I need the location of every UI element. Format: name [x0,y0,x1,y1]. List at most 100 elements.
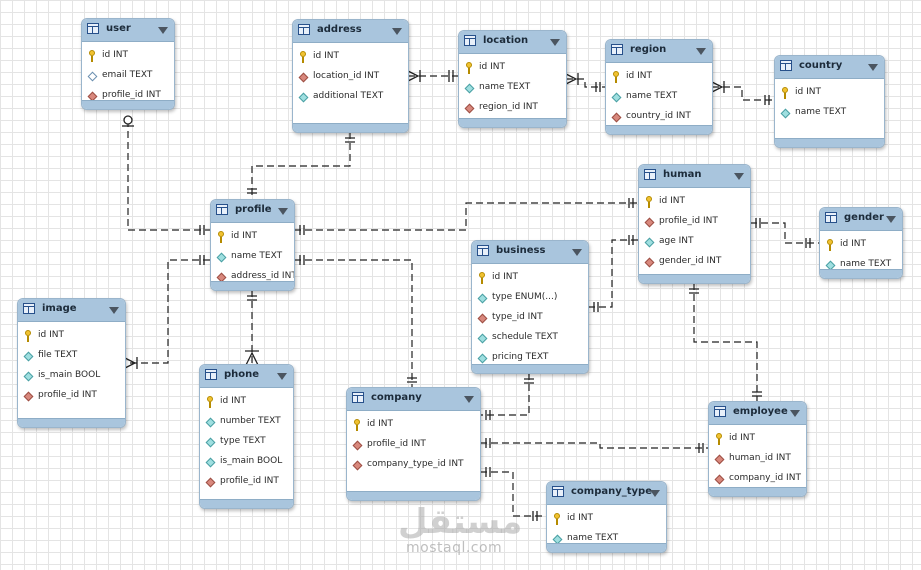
column-row[interactable]: name TEXT [547,529,666,549]
column-row[interactable]: gender_id INT [639,252,750,272]
table-phone[interactable]: phone id INT number TEXT type TEXT is_ma… [199,364,294,509]
collapse-arrow-icon[interactable] [650,490,660,497]
table-profile[interactable]: profile id INT name TEXT address_id INT [210,199,295,291]
table-header[interactable]: phone [200,365,293,388]
column-row[interactable]: pricing TEXT [472,348,588,368]
collapse-arrow-icon[interactable] [550,39,560,46]
column-row[interactable]: name TEXT [820,255,902,275]
column-row[interactable]: id INT [472,268,588,288]
table-header[interactable]: image [18,299,125,322]
column-row[interactable]: file TEXT [18,346,125,366]
column-row[interactable]: id INT [82,46,174,66]
table-gender[interactable]: gender id INT name TEXT [819,207,903,279]
column-row[interactable]: company_type_id INT [347,455,480,475]
column-row[interactable]: id INT [709,429,806,449]
collapse-arrow-icon[interactable] [886,216,896,223]
table-region[interactable]: region id INT name TEXT country_id INT [605,39,713,135]
table-business[interactable]: business id INT type ENUM(...) type_id I… [471,240,589,374]
collapse-arrow-icon[interactable] [464,396,474,403]
collapse-arrow-icon[interactable] [158,27,168,34]
column-row[interactable]: id INT [639,192,750,212]
collapse-arrow-icon[interactable] [696,48,706,55]
table-footer [293,123,408,132]
column-row[interactable]: id INT [18,326,125,346]
column-row[interactable]: is_main BOOL [18,366,125,386]
table-header[interactable]: business [472,241,588,264]
collapse-arrow-icon[interactable] [278,208,288,215]
column-row[interactable]: region_id INT [459,98,566,118]
table-location[interactable]: location id INT name TEXT region_id INT [458,30,567,128]
table-header[interactable]: company_type [547,482,666,505]
column-row[interactable]: location_id INT [293,67,408,87]
table-title: address [317,24,362,35]
table-human[interactable]: human id INT profile_id INT age INT gend… [638,164,751,284]
table-header[interactable]: address [293,20,408,43]
attribute-icon [298,92,309,103]
table-user[interactable]: user id INT email TEXT profile_id INT [81,18,175,110]
table-header[interactable]: profile [211,200,294,223]
column-row[interactable]: name TEXT [775,103,884,123]
collapse-arrow-icon[interactable] [790,410,800,417]
column-label: type_id INT [492,312,543,322]
table-header[interactable]: country [775,56,884,79]
column-row[interactable]: id INT [775,83,884,103]
column-row[interactable]: profile_id INT [347,435,480,455]
column-label: type ENUM(...) [492,292,558,302]
table-country[interactable]: country id INT name TEXT [774,55,885,148]
column-row[interactable]: id INT [211,227,294,247]
column-row[interactable]: number TEXT [200,412,293,432]
collapse-arrow-icon[interactable] [572,249,582,256]
column-row[interactable]: email TEXT [82,66,174,86]
column-row[interactable]: address_id INT [211,267,294,287]
collapse-arrow-icon[interactable] [868,64,878,71]
column-row[interactable]: profile_id INT [639,212,750,232]
column-label: is_main BOOL [220,456,283,466]
column-row[interactable]: additional TEXT [293,87,408,107]
column-row[interactable]: id INT [820,235,902,255]
column-row[interactable]: id INT [200,392,293,412]
primary-key-icon [89,50,95,62]
column-label: email TEXT [102,70,153,80]
column-row[interactable]: country_id INT [606,107,712,127]
column-row[interactable]: id INT [347,415,480,435]
table-icon [552,486,564,497]
collapse-arrow-icon[interactable] [392,28,402,35]
column-row[interactable]: name TEXT [459,78,566,98]
table-header[interactable]: gender [820,208,902,231]
table-header[interactable]: employee [709,402,806,425]
attribute-icon [216,252,227,263]
table-employee[interactable]: employee id INT human_id INT company_id … [708,401,807,497]
column-row[interactable]: schedule TEXT [472,328,588,348]
column-row[interactable]: human_id INT [709,449,806,469]
table-footer [18,418,125,427]
column-row[interactable]: id INT [459,58,566,78]
column-row[interactable]: profile_id INT [82,86,174,106]
table-header[interactable]: location [459,31,566,54]
column-row[interactable]: age INT [639,232,750,252]
table-header[interactable]: company [347,388,480,411]
column-row[interactable]: name TEXT [606,87,712,107]
column-row[interactable]: id INT [547,509,666,529]
column-row[interactable]: name TEXT [211,247,294,267]
table-address[interactable]: address id INT location_id INT additiona… [292,19,409,133]
column-row[interactable]: profile_id INT [200,472,293,492]
column-row[interactable]: type TEXT [200,432,293,452]
column-row[interactable]: company_id INT [709,469,806,489]
column-row[interactable]: type ENUM(...) [472,288,588,308]
table-header[interactable]: human [639,165,750,188]
table-header[interactable]: user [82,19,174,42]
table-company[interactable]: company id INT profile_id INT company_ty… [346,387,481,501]
collapse-arrow-icon[interactable] [109,307,119,314]
collapse-arrow-icon[interactable] [277,373,287,380]
table-company-type[interactable]: company_type id INT name TEXT [546,481,667,553]
column-row[interactable]: id INT [293,47,408,67]
table-image[interactable]: image id INT file TEXT is_main BOOL prof… [17,298,126,428]
collapse-arrow-icon[interactable] [734,173,744,180]
column-row[interactable]: is_main BOOL [200,452,293,472]
column-row[interactable]: profile_id INT [18,386,125,406]
table-header[interactable]: region [606,40,712,63]
attribute-icon [611,92,622,103]
column-row[interactable]: id INT [606,67,712,87]
column-row[interactable]: type_id INT [472,308,588,328]
column-label: id INT [313,51,339,61]
